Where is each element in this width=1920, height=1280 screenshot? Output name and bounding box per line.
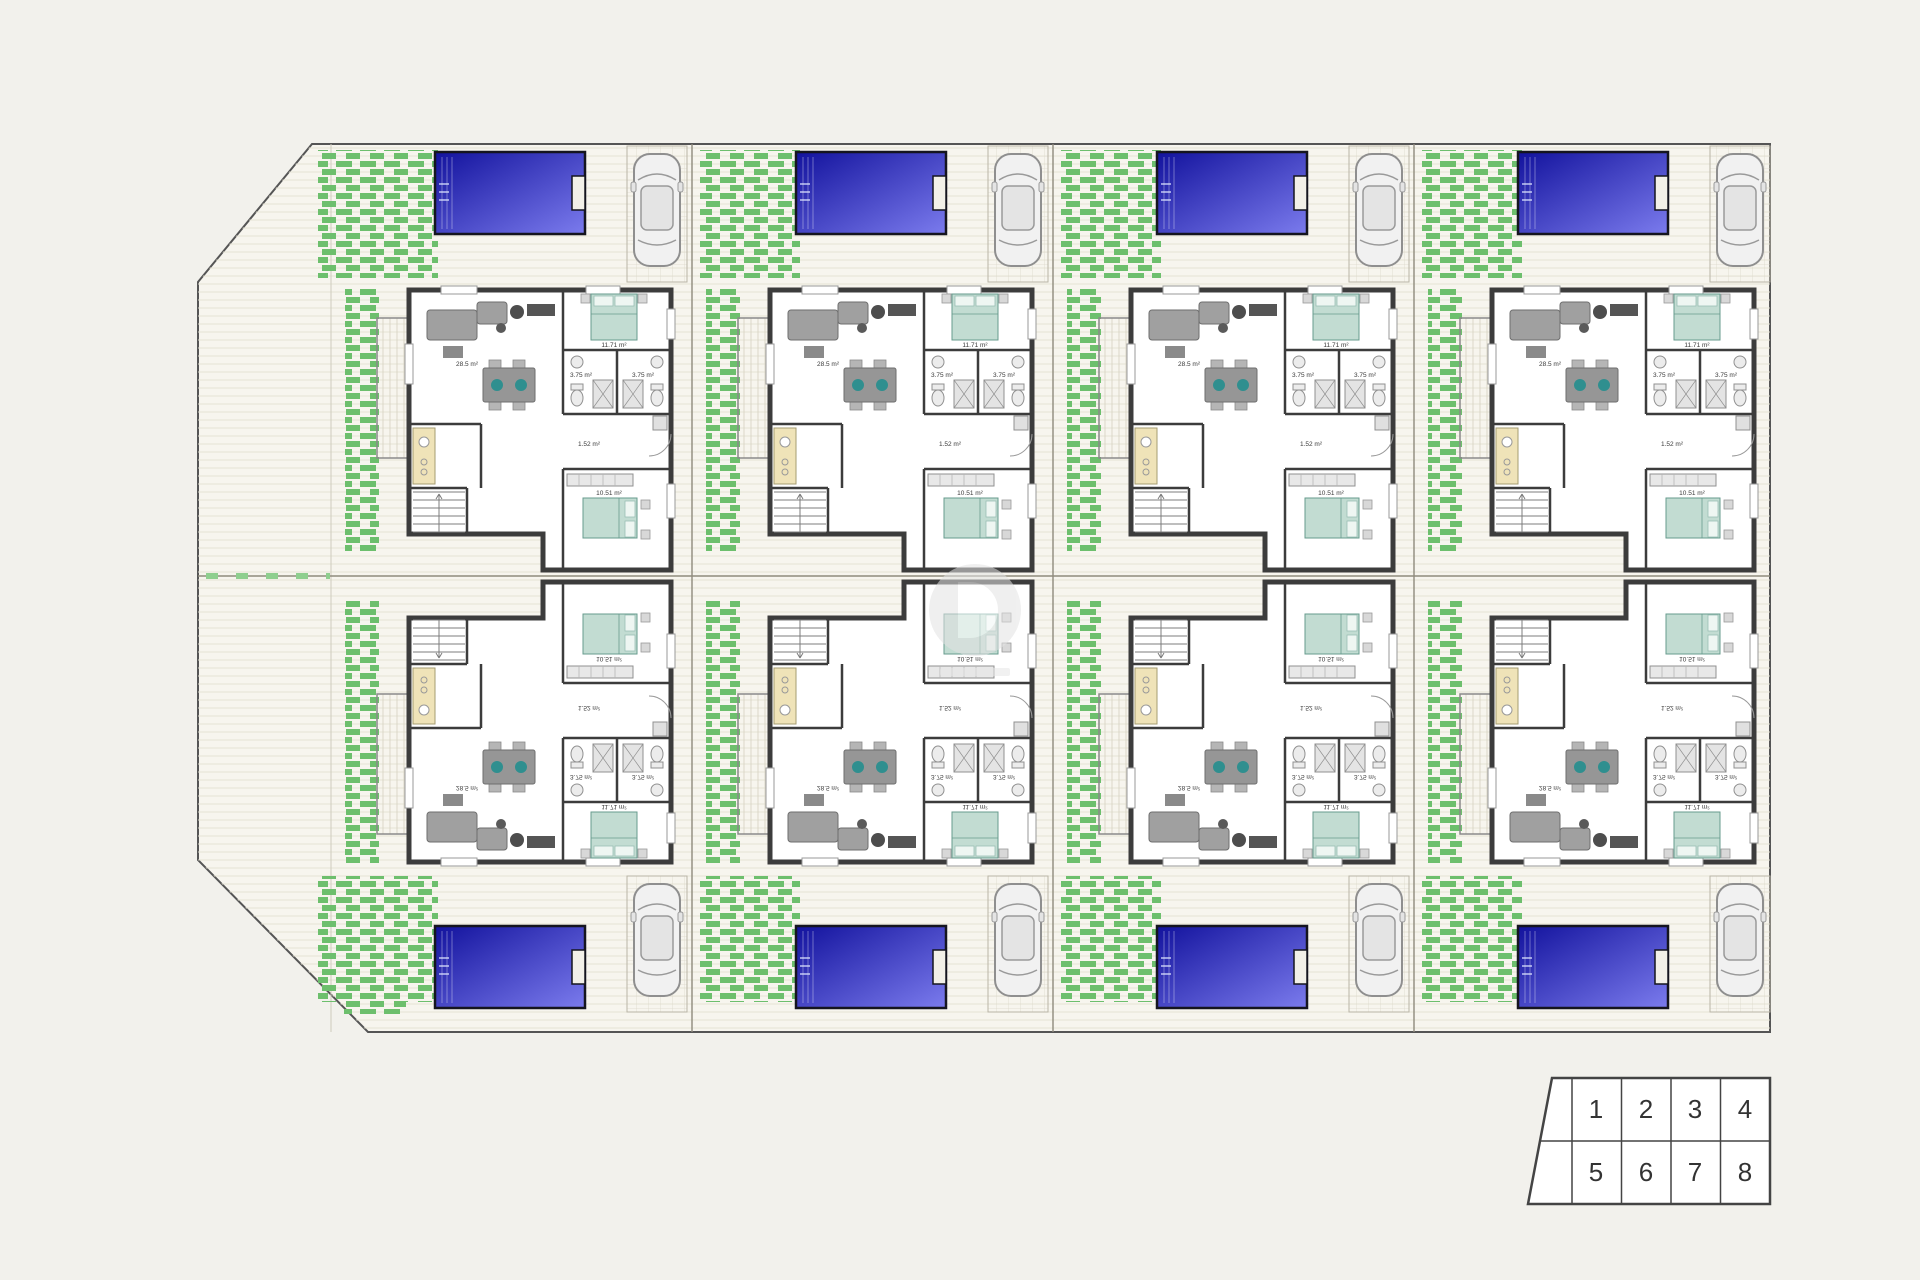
key-plan-grid xyxy=(1540,1078,1770,1204)
lot-1-top xyxy=(318,145,688,570)
key-cell-3: 3 xyxy=(1688,1094,1702,1124)
key-cell-4: 4 xyxy=(1738,1094,1752,1124)
key-cell-7: 7 xyxy=(1688,1157,1702,1187)
lot-5-bottom xyxy=(318,582,688,1014)
watermark xyxy=(929,564,1021,676)
key-cell-5: 5 xyxy=(1589,1157,1603,1187)
key-cell-1: 1 xyxy=(1589,1094,1603,1124)
lot-6-bottom xyxy=(700,582,1049,1013)
key-cell-6: 6 xyxy=(1639,1157,1653,1187)
lot-3-top xyxy=(1061,145,1410,570)
key-plan: 1 2 3 4 5 6 7 8 xyxy=(1526,1076,1772,1206)
lot-4-top xyxy=(1422,145,1771,570)
lot-7-bottom xyxy=(1061,582,1410,1013)
plot-separators xyxy=(330,144,1415,1032)
key-cell-2: 2 xyxy=(1639,1094,1653,1124)
key-cell-8: 8 xyxy=(1738,1157,1752,1187)
lot-8-bottom xyxy=(1422,582,1771,1013)
lot-2-top xyxy=(700,145,1049,570)
